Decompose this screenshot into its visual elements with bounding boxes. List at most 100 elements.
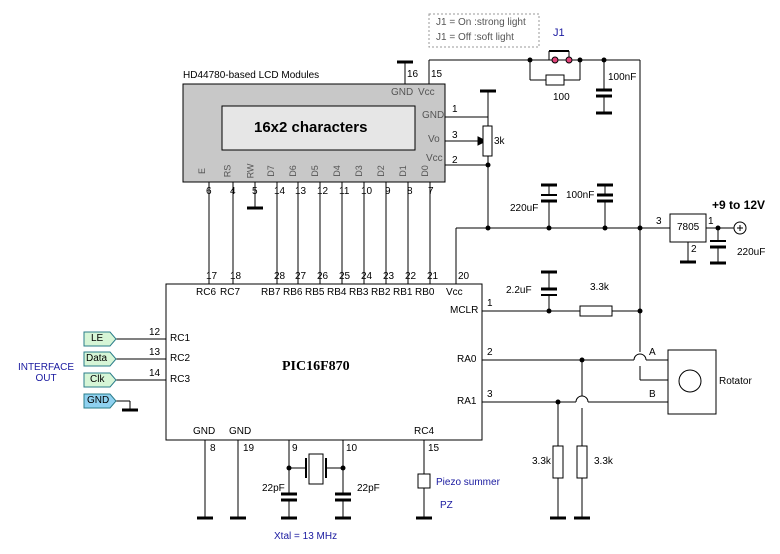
mcu-pin-num: 26 [317,271,329,282]
mcu-pin-name: RC1 [170,333,191,344]
clk-connector [83,372,117,388]
rotator-pin-b: B [649,389,656,400]
mcu-pin-num: 22 [405,271,417,282]
lcd-pin-name-d1: D1 [397,165,408,177]
mcu-pin-name: RC2 [170,353,191,364]
le-connector [83,331,117,347]
mcu-pin-num: 2 [487,347,493,358]
mcu-pin-num: 9 [292,443,298,454]
jumper-note-off: J1 = Off :soft light [436,32,514,43]
le-connector-label[interactable]: LE [91,333,104,344]
jumper-note-on: J1 = On :strong light [436,17,526,28]
mcu-pin-num: 13 [149,347,161,358]
lcd-pin-16: 16 [407,69,419,80]
lcd-pin-num: 13 [295,186,307,197]
mcu-pin-num: 25 [339,271,351,282]
cap-100nf-label: 100nF [566,190,595,201]
mcu-pin-num: 27 [295,271,307,282]
lcd-pin-num: 12 [317,186,329,197]
mcu-pin-name: RC6 [196,287,217,298]
rotator [667,349,717,415]
xtal-label: Xtal = 13 MHz [274,531,338,542]
mcu-pin-name: RA1 [457,396,477,407]
jumper-name: J1 [553,27,565,39]
lcd-pin-name-d5: D5 [309,165,320,177]
res-mclr-label: 3.3k [590,282,609,293]
reg-pin-3: 3 [656,216,662,227]
lcd-pin-name-d3: D3 [353,165,364,177]
lcd-pin-num: 6 [206,186,212,197]
jumper-cap-label: 100nF [608,72,637,83]
clk-connector-label[interactable]: Clk [90,374,105,385]
data-connector-label[interactable]: Data [86,353,108,364]
mcu-pin-num: 1 [487,298,493,309]
mcu-pin-name: MCLR [450,305,479,316]
mcu-pin-name: RB6 [283,287,303,298]
gnd-connector-label[interactable]: GND [87,395,110,406]
lcd-pin-3: 3 [452,130,458,141]
lcd-pin-num: 11 [339,186,350,197]
mcu-pin-num: 24 [361,271,373,282]
lcd-pin-vcc-top: Vcc [418,87,435,98]
mcu-pin-num: 17 [206,271,218,282]
lcd-pin-num: 9 [385,186,391,197]
lcd-pin-1: 1 [452,104,458,115]
res-pull2-label: 3.3k [594,456,613,467]
interface-label-line1: INTERFACE [17,362,75,373]
mcu-pin-num: 19 [243,443,255,454]
mcu-pin-name: Vcc [446,287,463,298]
lcd-pin-15: 15 [431,69,443,80]
mcu-pin-num: 8 [210,443,216,454]
lcd-pin-2: 2 [452,155,458,166]
lcd-screen-text: 16x2 characters [254,119,368,136]
interface-label: INTERFACE OUT [16,362,76,384]
mcu-pin-name: RB2 [371,287,391,298]
mcu-pin-name: GND [229,426,252,437]
lcd-pin-name-d4: D4 [331,165,342,177]
rotator-label: Rotator [719,376,752,387]
mcu-name: PIC16F870 [282,359,350,374]
lcd-pin-num: 10 [361,186,373,197]
mcu-pin-name: RB7 [261,287,281,298]
jumper-note-box [428,13,540,48]
cap-xtal1-label: 22pF [262,483,285,494]
mcu-pin-name: RB5 [305,287,325,298]
mcu-pin-num: 28 [274,271,286,282]
mcu-pin-name: RB1 [393,287,413,298]
lcd-pin-num: 4 [230,186,236,197]
regulator-label: 7805 [677,222,700,233]
mcu-pin-name: RC3 [170,374,191,385]
mcu-pin-num: 23 [383,271,395,282]
piezo-label: Piezo summer [436,477,500,488]
pot-label: 3k [494,136,505,147]
lcd-pin-vo: Vo [428,134,440,145]
lcd-pin-gnd-right: GND [422,110,445,121]
data-connector [83,351,117,367]
gnd-connector [83,393,117,409]
rotator-pin-a: A [649,347,656,358]
mcu-pin-name: RB0 [415,287,435,298]
lcd-pin-name-e: E [197,167,208,175]
reg-pin-1: 1 [708,216,714,227]
mcu-pin-num: 12 [149,327,161,338]
lcd-pin-num: 8 [407,186,413,197]
mcu-pin-num: 15 [428,443,440,454]
lcd-pin-name-rw: RW [245,163,256,179]
cap-220uf-label: 220uF [510,203,539,214]
mcu-pin-num: 14 [149,368,161,379]
supply-label: +9 to 12V [712,198,766,212]
mcu-pin-name: RB3 [349,287,369,298]
cap-2u2-label: 2.2uF [506,285,532,296]
cap-xtal2-label: 22pF [357,483,380,494]
mcu-pin-name: RC7 [220,287,241,298]
mcu-pin-num: 3 [487,389,493,400]
jumper-pin [565,56,573,64]
mcu-pin-name: RC4 [414,426,435,437]
lcd-pin-gnd-top: GND [391,87,414,98]
mcu-pin-name: RB4 [327,287,347,298]
mcu-pin-num: 18 [230,271,242,282]
lcd-pin-num: 14 [274,186,286,197]
lcd-pin-name-d7: D7 [265,165,276,177]
